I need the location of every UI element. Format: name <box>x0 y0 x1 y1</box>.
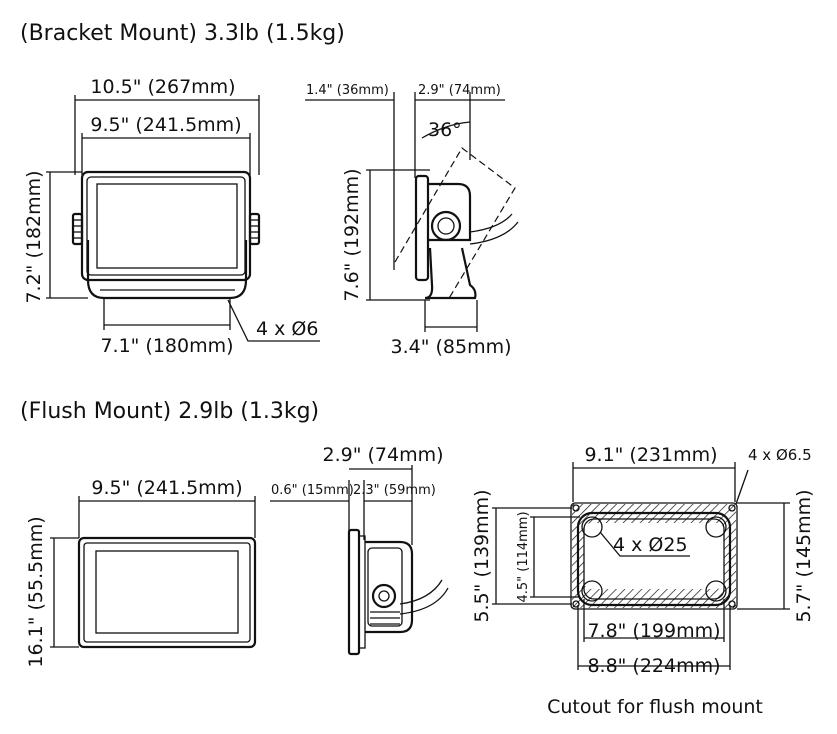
bracket-width-outer-label: 10.5" (267mm) <box>90 76 235 98</box>
bracket-base-width-label: 7.1" (180mm) <box>100 335 233 357</box>
flush-front-view <box>50 496 257 649</box>
bracket-side-view <box>305 92 519 332</box>
bracket-holes-label: 4 x Ø6 <box>256 318 318 340</box>
bracket-side-height-label: 7.6" (192mm) <box>341 168 363 301</box>
bracket-front-view <box>46 95 320 342</box>
cutout-diagram <box>492 462 790 670</box>
bracket-depth-front-label: 1.4" (36mm) <box>306 83 389 98</box>
cutout-outer-width-label: 8.8" (224mm) <box>587 655 720 677</box>
cutout-mount-holes-label: 4 x Ø6.5 <box>748 446 812 464</box>
cutout-height-right-label: 5.7" (145mm) <box>793 489 815 622</box>
flush-height-label: 16.1" (55.5mm) <box>25 516 47 667</box>
cutout-height-outer-label: 5.5" (139mm) <box>471 489 493 622</box>
cutout-caption: Cutout for flush mount <box>547 696 763 718</box>
flush-front-depth-label: 0.6" (15mm) <box>271 483 354 498</box>
bracket-width-inner-label: 9.5" (241.5mm) <box>90 114 241 136</box>
flush-width-label: 9.5" (241.5mm) <box>91 477 242 499</box>
cutout-inner-width-label: 7.8" (199mm) <box>587 620 720 642</box>
cutout-width-label: 9.1" (231mm) <box>584 444 717 466</box>
flush-mount-title: (Flush Mount) 2.9lb (1.3kg) <box>20 399 319 424</box>
flush-side-view <box>270 465 449 656</box>
bracket-mount-title: (Bracket Mount) 3.3lb (1.5kg) <box>20 21 345 46</box>
flush-back-depth-label: 2.3" (59mm) <box>353 483 436 498</box>
bracket-base-depth-label: 3.4" (85mm) <box>390 336 511 358</box>
bracket-angle-label: 36° <box>428 119 462 141</box>
cutout-height-inner-label: 4.5" (114mm) <box>516 511 531 602</box>
bracket-height-label: 7.2" (182mm) <box>23 170 45 303</box>
flush-total-depth-label: 2.9" (74mm) <box>322 444 443 466</box>
cutout-corner-holes-label: 4 x Ø25 <box>613 534 688 556</box>
bracket-depth-back-label: 2.9" (74mm) <box>418 83 501 98</box>
